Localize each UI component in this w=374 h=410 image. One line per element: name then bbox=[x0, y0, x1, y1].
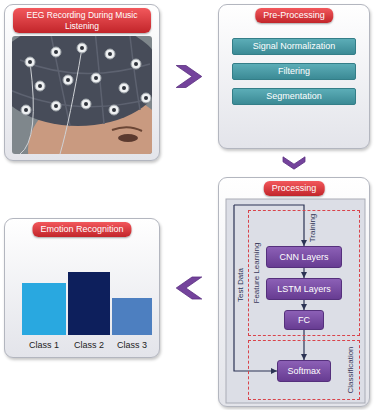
stage-panel: EEG Recording During Music Listening bbox=[4, 4, 160, 161]
network-layer-box: LSTM Layers bbox=[266, 278, 342, 300]
electrode bbox=[141, 93, 151, 103]
electrode-centre bbox=[66, 78, 70, 82]
electrode bbox=[35, 81, 45, 91]
electrode-centre bbox=[122, 86, 126, 90]
flow-chevron bbox=[176, 66, 202, 88]
electrode-centre bbox=[112, 108, 116, 112]
electrode-centre bbox=[144, 96, 148, 100]
electrode bbox=[109, 105, 119, 115]
electrode bbox=[91, 73, 101, 83]
electrode bbox=[119, 83, 129, 93]
electrode-centre bbox=[38, 84, 42, 88]
training-line bbox=[234, 205, 304, 246]
electrode-centre bbox=[134, 62, 138, 66]
electrode bbox=[25, 57, 35, 67]
stage-title: EEG Recording During Music Listening bbox=[13, 8, 151, 33]
panel-ground bbox=[218, 177, 370, 407]
flow-chevron bbox=[176, 277, 202, 299]
electrode bbox=[63, 75, 73, 85]
dashed-group-box: Classification Softmax bbox=[248, 340, 360, 400]
electrode bbox=[81, 99, 91, 109]
panel-ground bbox=[218, 4, 370, 149]
flow-label: Test Data bbox=[236, 268, 246, 302]
box-label: Filtering bbox=[278, 66, 310, 77]
electrode bbox=[51, 47, 61, 57]
layer-arrow bbox=[303, 330, 304, 360]
box-label: CNN Layers bbox=[279, 252, 328, 263]
electrode-centre bbox=[54, 50, 58, 54]
panel-ground bbox=[4, 218, 160, 358]
electrode bbox=[77, 43, 87, 53]
bar bbox=[68, 272, 110, 335]
bar bbox=[22, 283, 66, 335]
bar bbox=[112, 298, 152, 335]
electrode-centre bbox=[24, 108, 28, 112]
box-label: LSTM Layers bbox=[277, 284, 331, 295]
network-layer-box: Softmax bbox=[277, 360, 331, 382]
class-label: Class 3 bbox=[117, 340, 147, 351]
stage-panel: Emotion Recognition bbox=[4, 218, 160, 358]
eyebrow bbox=[112, 127, 142, 131]
network-layer-box: CNN Layers bbox=[266, 246, 342, 268]
electrode-centre bbox=[28, 60, 32, 64]
electrodes bbox=[21, 43, 151, 115]
group-label: Classification bbox=[346, 346, 356, 393]
dashed-group-box: Feature Learning CNN LayersLSTM LayersFC bbox=[248, 210, 360, 336]
box-label: FC bbox=[298, 315, 310, 326]
electrode bbox=[105, 49, 115, 59]
box-label: Segmentation bbox=[266, 91, 322, 102]
layer-arrow bbox=[303, 300, 304, 310]
preprocess-step-box: Segmentation bbox=[232, 88, 356, 105]
class-label: Class 1 bbox=[29, 340, 59, 351]
eeg-photo bbox=[12, 36, 152, 154]
class-label: Class 2 bbox=[74, 340, 104, 351]
processing-inner-box bbox=[226, 199, 365, 403]
electrode-wire bbox=[20, 48, 82, 154]
preprocess-step-box: Filtering bbox=[232, 63, 356, 80]
network-layer-box: FC bbox=[284, 310, 324, 330]
electrode-centre bbox=[84, 102, 88, 106]
electrode-centre bbox=[94, 76, 98, 80]
flow-label: Training bbox=[308, 214, 318, 243]
group-label: Feature Learning bbox=[252, 243, 262, 304]
eye bbox=[118, 134, 138, 142]
electrode-centres bbox=[24, 46, 148, 112]
stage-title: Emotion Recognition bbox=[32, 222, 131, 237]
box-label: Softmax bbox=[287, 366, 320, 377]
layer-arrow bbox=[303, 268, 304, 278]
electrode bbox=[21, 105, 31, 115]
electrode bbox=[131, 59, 141, 69]
stage-title: Pre-Processing bbox=[255, 8, 333, 23]
box-label: Signal Normalization bbox=[253, 41, 336, 52]
preprocess-step-box: Signal Normalization bbox=[232, 38, 356, 55]
flow-chevron bbox=[283, 157, 305, 169]
electrode-centre bbox=[54, 104, 58, 108]
electrode bbox=[51, 101, 61, 111]
stage-title: Processing bbox=[264, 181, 325, 196]
stage-panel: Pre-ProcessingSignal NormalizationFilter… bbox=[218, 4, 370, 149]
electrode-centre bbox=[108, 52, 112, 56]
electrode-centre bbox=[80, 46, 84, 50]
